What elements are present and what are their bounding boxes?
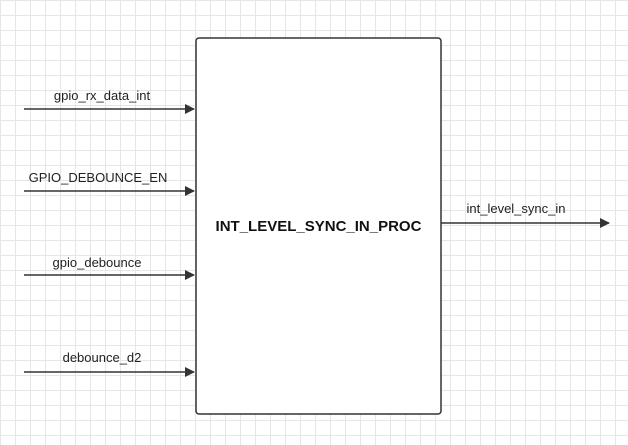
output-signal-int-level-sync-in: int_level_sync_in <box>441 201 610 228</box>
input-signal-gpio-debounce: gpio_debounce <box>24 255 195 280</box>
input-signal-debounce-d2: debounce_d2 <box>24 350 195 377</box>
input-label: gpio_debounce <box>53 255 142 270</box>
input-signal-gpio-rx-data-int: gpio_rx_data_int <box>24 88 195 114</box>
input-label: gpio_rx_data_int <box>54 88 151 103</box>
process-block-label: INT_LEVEL_SYNC_IN_PROC <box>216 218 422 235</box>
input-label: debounce_d2 <box>63 350 142 365</box>
input-signal-gpio-debounce-en: GPIO_DEBOUNCE_EN <box>24 170 195 196</box>
output-label: int_level_sync_in <box>466 201 565 216</box>
process-block[interactable] <box>195 37 442 415</box>
input-label: GPIO_DEBOUNCE_EN <box>29 170 168 185</box>
